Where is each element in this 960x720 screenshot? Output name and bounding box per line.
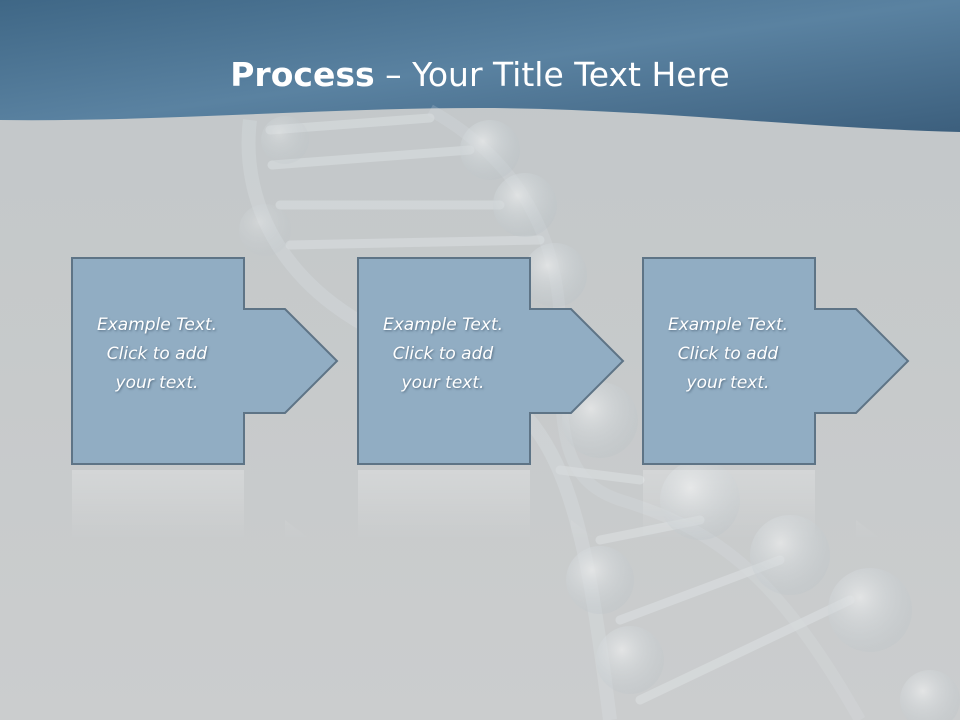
step-arrow-shape [642, 257, 910, 465]
step-text[interactable]: Example Text. Click to add your text. [96, 315, 218, 393]
step-arrow-shape [357, 257, 625, 465]
step-text[interactable]: Example Text. Click to add your text. [667, 315, 789, 393]
title-bold-part: Process [230, 55, 375, 94]
title-separator: – [374, 55, 413, 94]
step-reflection-3 [643, 470, 882, 540]
title-rest: Your Title Text Here [412, 55, 730, 94]
step-arrow-shape [71, 257, 339, 465]
step-reflection-1 [72, 470, 311, 540]
step-reflection-2 [358, 470, 597, 540]
process-step-1[interactable]: Example Text. Click to add your text. [71, 257, 343, 467]
step-text[interactable]: Example Text. Click to add your text. [382, 315, 504, 393]
slide-title: Process – Your Title Text Here [0, 50, 960, 100]
process-step-3[interactable]: Example Text. Click to add your text. [642, 257, 914, 467]
header-band [0, 0, 960, 132]
process-step-2[interactable]: Example Text. Click to add your text. [357, 257, 629, 467]
